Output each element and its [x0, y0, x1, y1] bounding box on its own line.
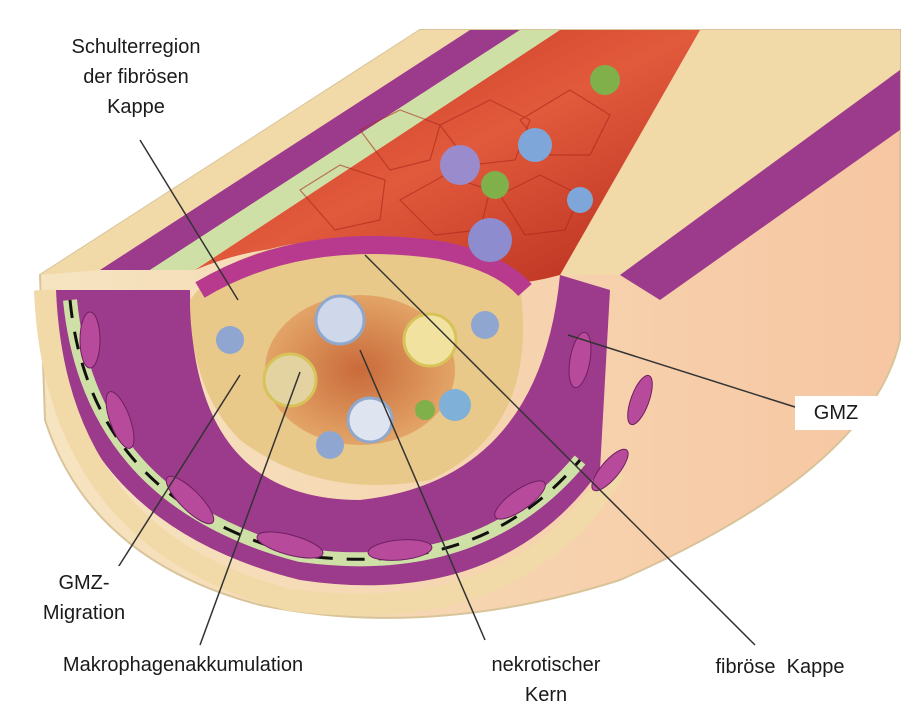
label-macrophage-accumulation: Makrophagenakkumulation [12, 648, 354, 682]
label-smc: GMZ [795, 396, 877, 430]
label-shoulder-region: Schulterregion der fibrösen Kappe [30, 30, 242, 124]
label-necrotic-core: nekrotischer Kern [455, 648, 637, 712]
label-smc-migration: GMZ- Migration [18, 566, 150, 630]
label-fibrous-cap: fibröse Kappe [684, 650, 876, 684]
